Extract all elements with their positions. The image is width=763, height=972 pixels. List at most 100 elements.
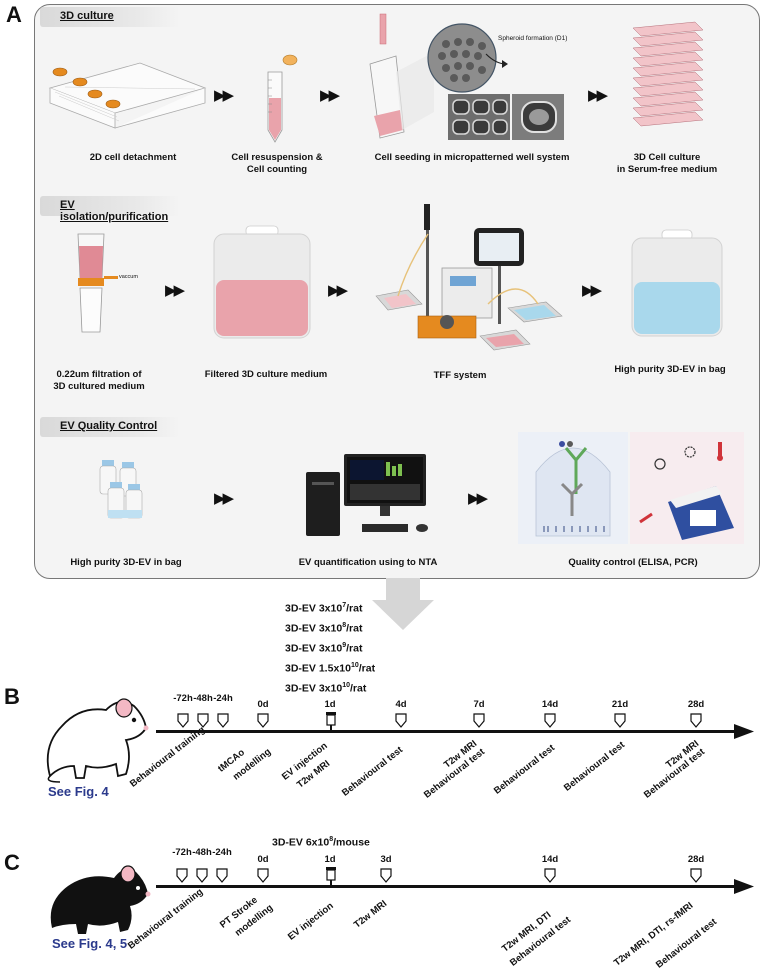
flow-arrow: ▶▶ — [588, 87, 608, 104]
caption-qc-high-purity-bag: High purity 3D-EV in bag — [70, 557, 182, 568]
dose-unit: /rat — [358, 662, 376, 675]
caption-line: 3D Cell culture — [633, 152, 701, 163]
timepoint-label: -24h — [212, 847, 232, 858]
flow-arrow: ▶▶ — [582, 282, 602, 299]
timeline-markers-c — [176, 867, 702, 885]
caption-line: 3D cultured medium — [53, 381, 145, 392]
timepoint-label: 0d — [257, 854, 269, 865]
dose-exponent: 9 — [342, 642, 347, 649]
timepoint-label: -48h — [193, 693, 213, 704]
timeline-markers-b — [177, 712, 702, 730]
dose-unit: /rat — [350, 682, 367, 695]
timepoint-label: 14d — [541, 699, 559, 710]
caption-2d-cell-detachment: 2D cell detachment — [89, 152, 177, 163]
section-header-ev-isolation: EV isolation/purification — [40, 196, 180, 223]
dose-unit: /rat — [346, 602, 363, 615]
timepoint-label: 0d — [257, 699, 269, 710]
flow-arrow: ▶▶ — [214, 490, 234, 507]
label-ev-injection: EV injection — [286, 900, 336, 943]
caption-line: 0.22um filtration of — [56, 369, 142, 380]
timepoint-label: 28d — [687, 699, 705, 710]
mouse-illustration — [50, 865, 151, 934]
flow-arrow: ▶▶ — [214, 87, 234, 104]
timepoint-label: -72h — [173, 693, 193, 704]
purified-ev-bag-illustration — [631, 229, 723, 337]
tff-system-illustration — [375, 204, 563, 351]
timepoint-label: 28d — [687, 854, 705, 865]
micropatterned-well-illustration — [369, 13, 564, 140]
flow-arrow: ▶▶ — [320, 87, 340, 104]
caption-line: Cell counting — [246, 164, 308, 175]
timepoint-label: -72h — [172, 847, 192, 858]
caption-line: in Serum-free medium — [616, 164, 718, 175]
caption-cell-seeding: Cell seeding in micropatterned well syst… — [374, 152, 570, 163]
caption-line: Cell resuspension & — [231, 152, 323, 163]
panel-label-b: B — [4, 684, 20, 709]
label-behavioural-test: Behavioural test — [562, 739, 628, 794]
panel-label-a: A — [6, 2, 22, 27]
dose-unit: /rat — [346, 622, 363, 635]
dose-exponent: 10 — [350, 662, 359, 669]
dose-list: 3D-EV 3x107/rat 3D-EV 3x108/rat 3D-EV 3x… — [285, 602, 375, 702]
timeline-axis-c — [156, 879, 754, 894]
centrifuge-tube-illustration — [267, 54, 298, 143]
dose-exponent: 8 — [342, 622, 347, 629]
dose-item: 3D-EV 3x107/rat — [285, 602, 375, 622]
timepoint-label: 3d — [380, 854, 392, 865]
dose-exponent: 8 — [329, 836, 334, 843]
dose-item: 3D-EV 3x108/rat — [285, 622, 375, 642]
dose-base: 3D-EV 1.5x10 — [285, 662, 351, 675]
section-header-3d-culture: 3D culture — [40, 7, 180, 27]
culture-dishes-illustration — [48, 62, 207, 129]
flow-arrow: ▶▶ — [328, 282, 348, 299]
dose-base: 3D-EV 3x10 — [285, 602, 343, 615]
dose-base: 3D-EV 3x10 — [285, 642, 343, 655]
caption-filtered-medium: Filtered 3D culture medium — [204, 369, 328, 380]
timepoint-label: 14d — [541, 854, 559, 865]
mouse-dose: 3D-EV 6x108/mouse — [272, 836, 370, 849]
dose-base: 3D-EV 3x10 — [285, 682, 343, 695]
dose-unit: /rat — [346, 642, 363, 655]
spheroid-note: Spheroid formation (D1) — [498, 35, 568, 42]
timepoint-label: -24h — [213, 693, 233, 704]
section-title: 3D culture — [60, 10, 114, 22]
dose-base: 3D-EV 3x10 — [285, 622, 343, 635]
timepoint-label: 1d — [324, 699, 336, 710]
stacked-flasks-illustration — [632, 21, 704, 127]
label-behavioural-test: Behavioural test — [492, 742, 558, 797]
section-title: EV Quality Control — [60, 420, 158, 432]
syringe-icon — [326, 867, 336, 885]
filtration-unit-illustration — [77, 233, 118, 333]
caption-filtration: 0.22um filtration of 3D cultured medium — [44, 369, 154, 393]
caption-tff-system: TFF system — [433, 370, 487, 381]
dose-base: 3D-EV 6x10 — [272, 836, 330, 849]
dose-item: 3D-EV 1.5x1010/rat — [285, 662, 375, 682]
filtered-medium-bag-illustration — [213, 225, 311, 339]
syringe-icon — [326, 712, 336, 730]
timeline-axis-b — [156, 724, 754, 739]
nta-computer-illustration — [306, 454, 428, 536]
section-title: EV isolation/purification — [60, 199, 169, 223]
caption-quality-control: Quality control (ELISA, PCR) — [568, 557, 698, 568]
caption-high-purity-bag: High purity 3D-EV in bag — [614, 364, 726, 375]
label-t2w-mri-dti-rsfmri: T2w MRI, DTI, rs-fMRI — [612, 900, 696, 969]
dose-exponent: 7 — [342, 602, 347, 609]
timepoint-label: 21d — [611, 699, 629, 710]
flow-arrow: ▶▶ — [468, 490, 488, 507]
flow-arrow: ▶▶ — [165, 282, 185, 299]
dose-exponent: 10 — [342, 682, 350, 689]
label-t2w-mri: T2w MRI — [352, 898, 390, 931]
dose-item: 3D-EV 3x1010/rat — [285, 682, 375, 702]
section-header-ev-qc: EV Quality Control — [40, 417, 180, 437]
timepoint-label: 1d — [324, 854, 336, 865]
caption-nta-quantification: EV quantification using to NTA — [298, 557, 438, 568]
see-fig-4-reference: See Fig. 4 — [48, 784, 109, 799]
downward-arrow — [372, 578, 434, 630]
timepoint-label: 7d — [473, 699, 485, 710]
quality-control-illustration — [518, 432, 744, 544]
dose-item: 3D-EV 3x109/rat — [285, 642, 375, 662]
caption-3d-cell-culture: 3D Cell culture in Serum-free medium — [612, 152, 722, 176]
timepoint-label: 4d — [395, 699, 407, 710]
timepoint-label: -48h — [192, 847, 212, 858]
label-behavioural-test: Behavioural test — [340, 744, 406, 799]
